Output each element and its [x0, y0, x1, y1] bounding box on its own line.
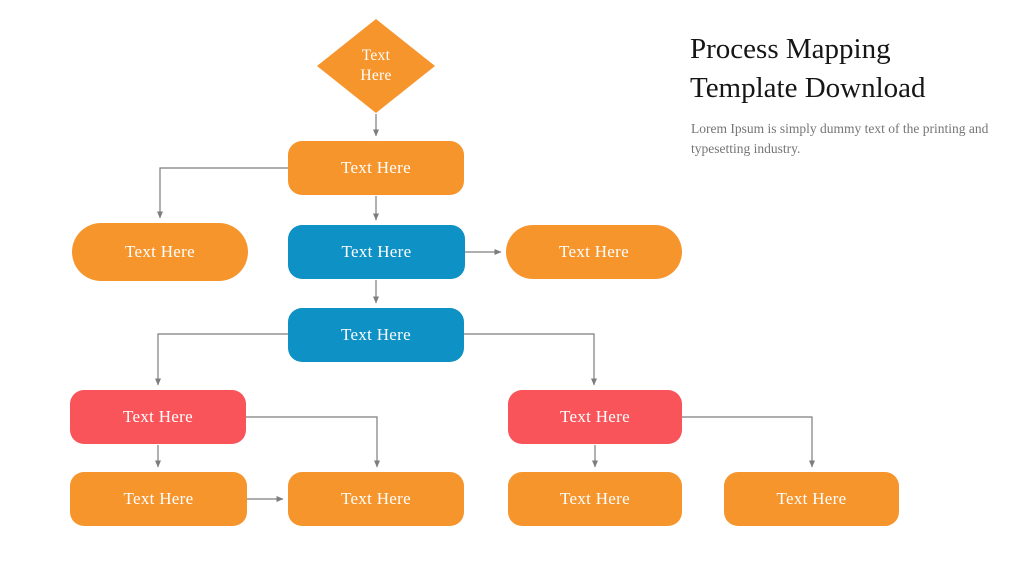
flow-node-process-5-left-a[interactable]: Text Here [70, 472, 247, 526]
node-label: Text Here [341, 242, 412, 261]
flow-node-process-4-left[interactable]: Text Here [70, 390, 246, 444]
node-label: Text Here [341, 325, 411, 344]
node-label: Text Here [559, 242, 629, 261]
node-label: Text Here [125, 242, 195, 261]
node-label: Text Here [560, 489, 630, 508]
node-label: Text Here [360, 46, 392, 84]
connector-process3-to-process4-left [155, 333, 288, 386]
connector-process4left-to-process5leftb [246, 416, 380, 468]
connector-process3-to-process4-right [464, 333, 597, 386]
node-label: Text Here [560, 407, 630, 426]
flow-node-process-4-right[interactable]: Text Here [508, 390, 682, 444]
node-label: Text Here [123, 489, 194, 508]
flow-node-process-3[interactable]: Text Here [288, 308, 464, 362]
flow-node-process-5-right-b[interactable]: Text Here [724, 472, 899, 526]
node-label: Text Here [341, 158, 411, 177]
flow-node-process-2[interactable]: Text Here [288, 225, 465, 279]
page-title: Process Mapping Template Download [690, 33, 926, 104]
page-subtitle: Lorem Ipsum is simply dummy text of the … [691, 121, 989, 156]
flow-node-process-5-right-a[interactable]: Text Here [508, 472, 682, 526]
node-label: Text Here [776, 489, 847, 508]
connector-process4right-to-process5rightb [682, 416, 815, 468]
node-label: Text Here [123, 407, 193, 426]
node-label: Text Here [341, 489, 411, 508]
connector-process1-to-terminator-left [157, 167, 288, 219]
flow-node-terminator-left[interactable]: Text Here [72, 223, 248, 281]
flow-node-process-5-left-b[interactable]: Text Here [288, 472, 464, 526]
flow-node-process-1[interactable]: Text Here [288, 141, 464, 195]
flow-node-decision-top[interactable]: Text Here [317, 19, 435, 113]
flow-node-terminator-right[interactable]: Text Here [506, 225, 682, 279]
